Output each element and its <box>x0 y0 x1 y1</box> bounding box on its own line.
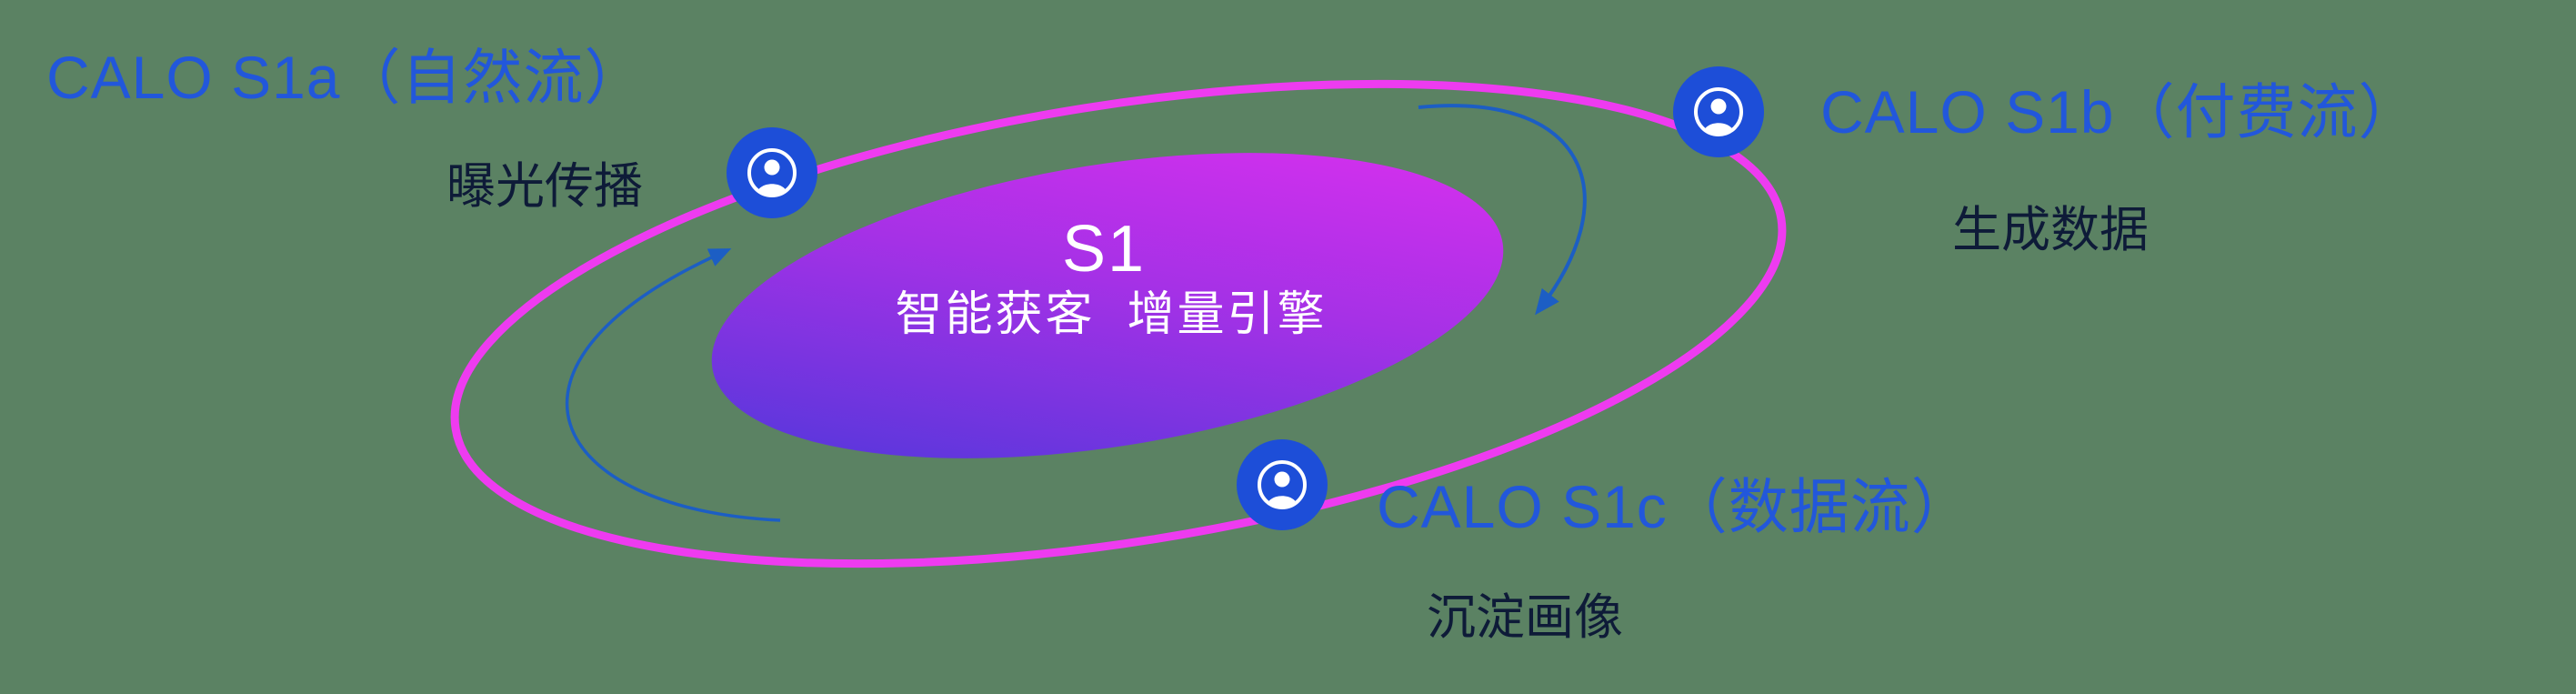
core-tagline: 智能获客 增量引擎 <box>895 288 1328 341</box>
node-s1b <box>1673 66 1764 157</box>
core-title: S1 <box>1061 213 1147 286</box>
node-s1a <box>727 127 817 218</box>
user-icon <box>1237 439 1328 530</box>
label-s1b-subtitle: 生成数据 <box>1952 203 2149 257</box>
orbit-ring <box>450 79 1787 568</box>
label-s1b-title: CALO S1b（付费流） <box>1820 78 2420 146</box>
flow-arrow-right-icon <box>1418 104 1587 316</box>
user-icon <box>727 127 817 218</box>
label-s1c-title: CALO S1c（数据流） <box>1377 473 1972 540</box>
label-s1c-subtitle: 沉淀画像 <box>1427 590 1623 645</box>
node-s1c <box>1237 439 1328 530</box>
label-s1a-title: CALO S1a（自然流） <box>46 44 646 111</box>
label-s1a-subtitle: 曝光传播 <box>446 159 643 214</box>
user-icon <box>1673 66 1764 157</box>
flow-arrow-left-icon <box>565 248 781 522</box>
core-ellipse <box>711 153 1504 458</box>
